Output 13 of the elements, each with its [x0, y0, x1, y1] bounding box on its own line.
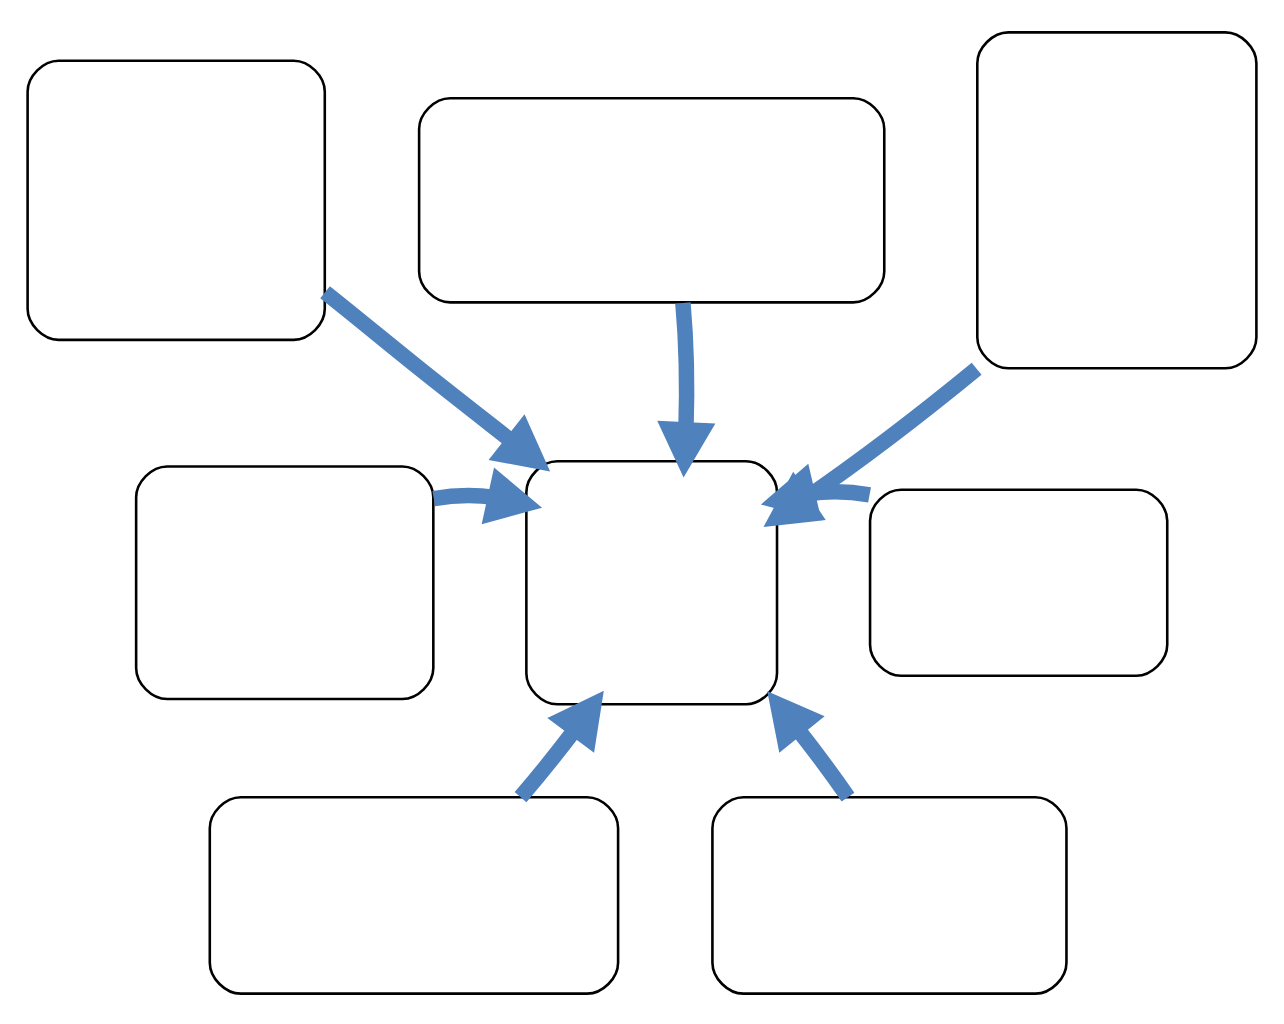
node-box	[711, 794, 1068, 994]
node-box	[208, 794, 620, 994]
node-box	[417, 95, 886, 303]
node-box	[868, 487, 1169, 677]
arrow	[760, 462, 871, 520]
arrow	[767, 690, 855, 801]
node-box	[134, 464, 435, 700]
node-box	[525, 459, 779, 705]
arrow	[657, 301, 716, 477]
arrow	[320, 285, 551, 471]
node-box	[26, 58, 327, 341]
node-box	[976, 30, 1258, 369]
arrow	[514, 689, 604, 802]
